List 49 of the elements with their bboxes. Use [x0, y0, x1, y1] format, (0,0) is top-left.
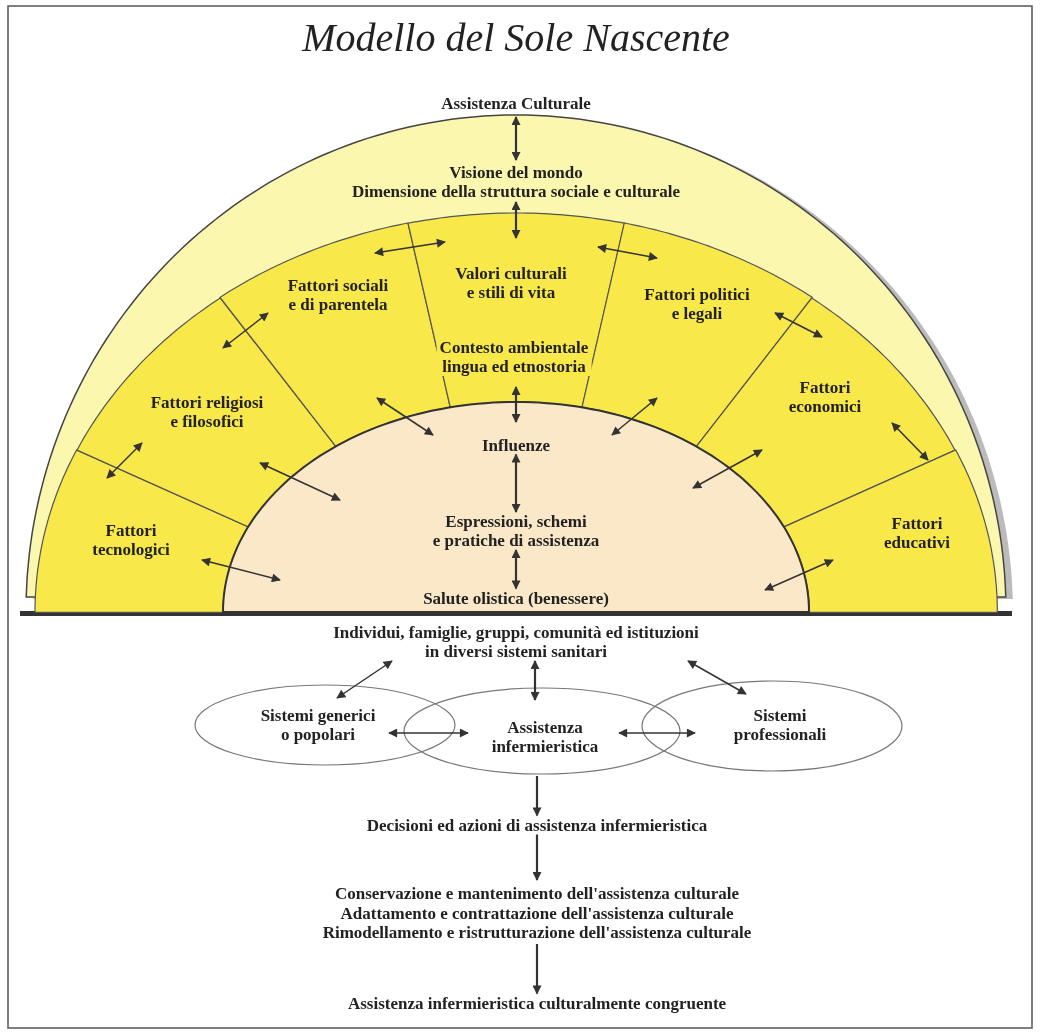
double-arrow: [388, 728, 469, 738]
system-label: Sistemi professionali: [733, 706, 827, 744]
double-arrow: [374, 238, 446, 257]
step-label: Decisioni ed azioni di assistenza infermieristica: [366, 815, 708, 835]
double-arrow: [511, 201, 521, 239]
double-arrow: [611, 397, 658, 436]
factor-label: Fattori educativi: [883, 514, 951, 552]
layer-label: Dimensione della struttura sociale e culturale: [351, 181, 681, 201]
factor-label: Fattori economici: [788, 378, 862, 416]
band-heading: Assistenza Culturale: [441, 93, 591, 113]
double-arrow: [106, 442, 143, 479]
layer-label: Individui, famiglie, gruppi, comunità ed istituzioni in diversi sistemi sanitari: [333, 623, 699, 661]
factor-label: Fattori religiosi e filosofici: [150, 393, 264, 431]
step-label: Assistenza infermieristica culturalmente congruente: [347, 993, 727, 1013]
double-arrow: [764, 559, 834, 591]
arrow: [532, 944, 542, 995]
double-arrow: [201, 557, 281, 583]
system-label: Sistemi generici o popolari: [260, 706, 376, 744]
step-label: Conservazione e mantenimento dell'assistenza culturale: [334, 883, 740, 903]
arrow: [532, 776, 542, 817]
layer-label: Espressioni, schemi e pratiche di assistenza: [432, 512, 600, 550]
double-arrow: [692, 449, 763, 489]
double-arrow: [891, 422, 929, 461]
step-label: Rimodellamento e ristrutturazione dell'assistenza culturale: [322, 922, 752, 942]
factor-label: Fattori sociali e di parentela: [287, 276, 389, 314]
double-arrow: [618, 728, 696, 738]
factor-label: Contesto ambientale lingua ed etnostoria: [436, 338, 592, 376]
double-arrow: [687, 660, 747, 695]
diagram-title: Modello del Sole Nascente: [302, 16, 730, 60]
layer-label: Influenze: [482, 435, 550, 455]
double-arrow: [511, 549, 521, 590]
factor-label: Fattori politici e legali: [644, 285, 750, 323]
double-arrow: [774, 312, 823, 338]
double-arrow: [376, 397, 434, 436]
layer-label: Salute olistica (benessere): [423, 588, 609, 608]
double-arrow: [530, 660, 540, 701]
factor-label: Valori culturali e stili di vita: [455, 264, 567, 302]
double-arrow: [511, 386, 521, 423]
system-label: Assistenza infermieristica: [491, 718, 599, 756]
factor-label: Fattori tecnologici: [92, 521, 170, 559]
double-arrow: [511, 116, 521, 161]
arrow: [532, 834, 542, 881]
double-arrow: [222, 312, 269, 349]
step-label: Adattamento e contrattazione dell'assistenza culturale: [340, 903, 734, 923]
double-arrow: [336, 660, 393, 699]
layer-label: Visione del mondo: [449, 162, 583, 182]
double-arrow: [597, 244, 658, 261]
double-arrow: [259, 462, 341, 501]
double-arrow: [511, 453, 521, 513]
